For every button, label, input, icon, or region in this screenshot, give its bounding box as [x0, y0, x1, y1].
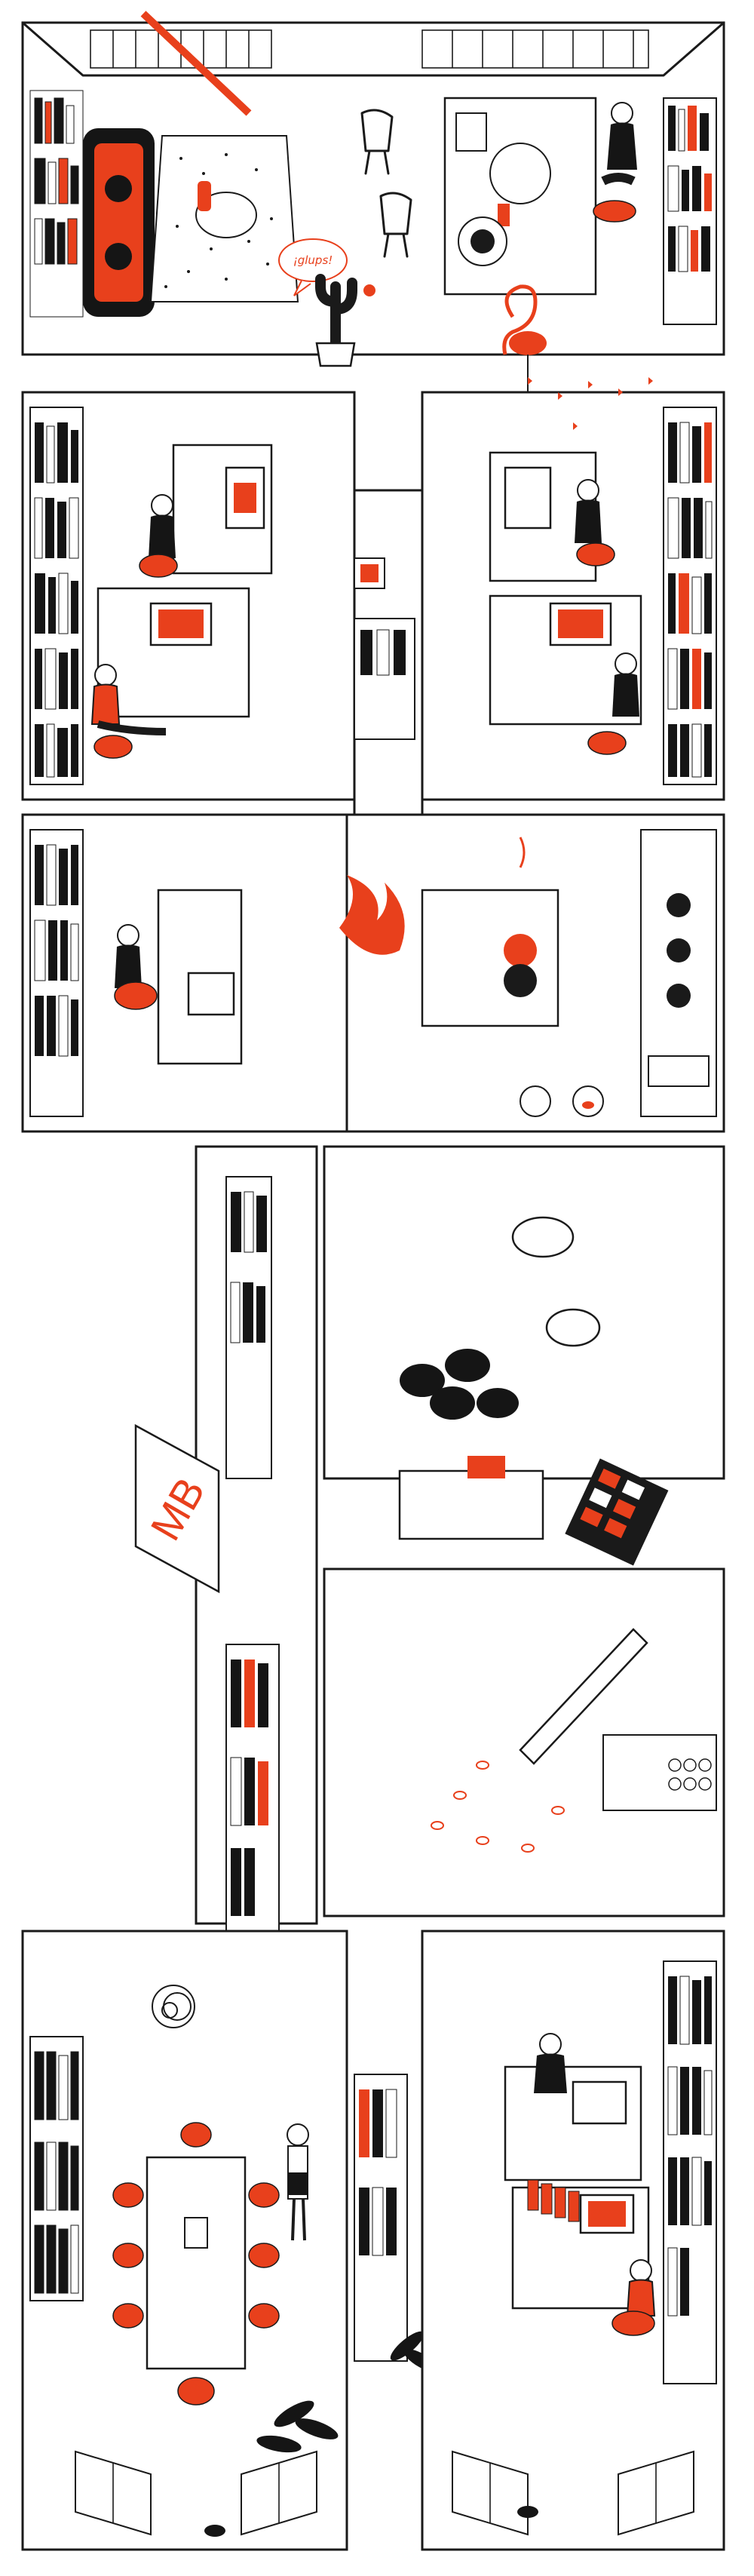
meeting-table [112, 2122, 280, 2406]
lounge-chairs [360, 109, 412, 258]
monstera-plant [400, 1349, 519, 1420]
bathroom-area [323, 1145, 725, 1566]
desk-worker-2 [90, 587, 250, 759]
office-bottom-right [204, 1930, 725, 2551]
fishbowls [520, 1085, 604, 1117]
speech-bubble-text: ¡glups! [293, 253, 333, 267]
desk-worker-3 [489, 451, 615, 582]
wall-sign: MB [134, 1423, 220, 1594]
tangled-wire [152, 1985, 195, 2028]
desk-worker-4 [489, 594, 642, 755]
ink-drops [431, 1761, 565, 1853]
right-bookshelf-2 [663, 407, 717, 785]
left-bookshelf [29, 90, 84, 318]
work-room-left [21, 391, 356, 801]
red-grid-board [565, 1458, 669, 1566]
room-left-3 [21, 813, 356, 1133]
speech-bubble: ¡glups! [278, 238, 348, 296]
red-book-fan [527, 2179, 580, 2222]
desk-worker-1 [139, 444, 273, 578]
giant-pen [519, 1628, 648, 1765]
red-pole [140, 11, 252, 116]
kitchen-area [339, 813, 725, 1133]
right-bookshelf-bottom [663, 1960, 717, 2384]
studio-room [323, 1567, 725, 1917]
person-reading [593, 102, 637, 223]
red-confetti [528, 377, 653, 430]
windows-bottom-left [75, 2450, 317, 2536]
desk-worker-7 [511, 2179, 656, 2336]
long-corridor: MB [134, 1145, 318, 1932]
left-bookshelf-2 [34, 422, 79, 778]
person-standing [287, 2074, 408, 2362]
palm-plants [256, 2331, 441, 2453]
stove-flame [339, 875, 405, 955]
top-lounge-room: ¡glups! [21, 11, 725, 392]
desk-worker-5 [114, 889, 243, 1065]
skylight-window [90, 29, 649, 69]
birds [204, 2506, 538, 2537]
corridor-shelves [225, 1176, 280, 1932]
corridor-middle [353, 489, 424, 816]
cactus-plant [315, 274, 375, 367]
meeting-room [21, 1930, 441, 2551]
left-bookshelf-3 [29, 829, 84, 1117]
work-room-right [421, 377, 725, 801]
desk-worker-6 [504, 2033, 642, 2181]
reading-corner [443, 97, 597, 296]
dotted-rug [149, 135, 299, 302]
windows-bottom-right [452, 2450, 694, 2536]
black-sofa [83, 128, 155, 317]
flamingo-figure [502, 284, 547, 392]
right-bookshelf-top [663, 97, 717, 325]
